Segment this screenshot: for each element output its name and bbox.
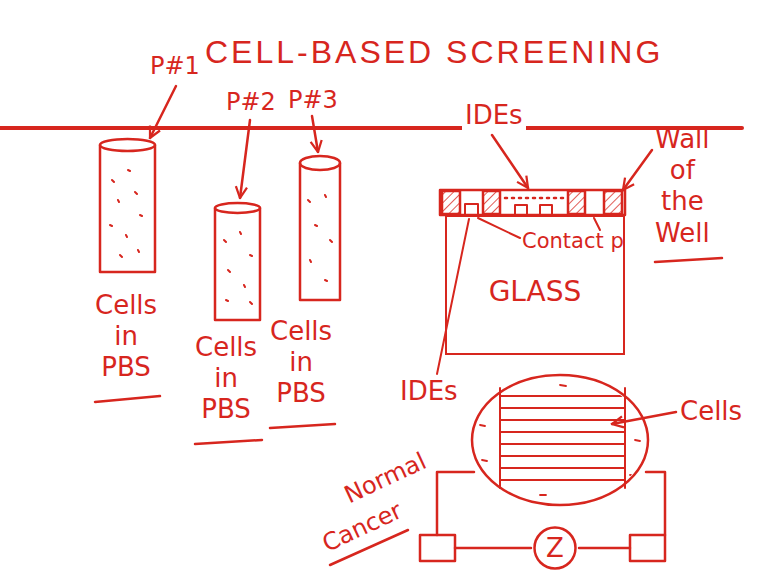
node-text: GLASS (489, 275, 582, 309)
wire (455, 547, 531, 550)
electrode-strip (440, 190, 625, 215)
part-label: Wall of the Well (655, 124, 710, 249)
well-electrode (472, 375, 648, 505)
leader-line (437, 219, 469, 374)
wire (646, 472, 665, 535)
pointer-arrow (240, 120, 250, 198)
sample-type-label: Cancer (318, 496, 407, 558)
part-label: IDEs (400, 376, 458, 407)
ide-bus (499, 388, 501, 488)
cell-dots (110, 170, 142, 257)
sample-label: Cells in PBS (195, 332, 257, 426)
sample-tube (215, 208, 260, 320)
well-wall-block (568, 191, 585, 214)
underline (270, 424, 335, 428)
leader-line (478, 218, 520, 238)
part-label: Cells (680, 396, 742, 427)
leader-line (594, 218, 600, 230)
underline (95, 396, 160, 402)
sample-tube (300, 163, 340, 300)
part-label: P#2 (226, 88, 276, 117)
pointer-arrow (150, 86, 176, 138)
underline (195, 440, 262, 444)
impedance-meter: Z (533, 526, 577, 570)
ide-fingers (500, 396, 625, 480)
underline (655, 258, 722, 262)
well-wall-block (442, 191, 460, 214)
leader-arrow (623, 150, 652, 190)
sample-tube (100, 145, 155, 272)
connector-pad (630, 535, 665, 561)
cell-dots (308, 195, 332, 281)
ide-bus (624, 388, 626, 488)
part-label: P#1 (150, 52, 200, 81)
leader-arrow (492, 135, 528, 188)
wire (437, 472, 474, 535)
part-label: Contact p (522, 229, 624, 254)
tube-opening (300, 156, 340, 170)
sample-label: Cells in PBS (95, 290, 157, 384)
wire (579, 547, 630, 550)
cell-dots (480, 385, 640, 495)
connector-pad (420, 535, 455, 561)
part-label: IDEs (462, 100, 526, 131)
leader-arrow (612, 412, 676, 424)
title: CELL-BASED SCREENING (205, 34, 663, 71)
tube-opening (215, 203, 260, 213)
pointer-arrow (312, 116, 318, 152)
node-text: Z (546, 526, 564, 570)
ide-fingers (505, 197, 565, 200)
tube-opening (100, 139, 155, 151)
contact-pad (465, 204, 552, 215)
cell-dots (224, 232, 252, 304)
title-rule (0, 126, 742, 130)
well-wall-block (604, 191, 622, 214)
sample-label: Cells in PBS (270, 316, 332, 410)
part-label: P#3 (288, 86, 338, 115)
well-wall-block (483, 191, 500, 214)
